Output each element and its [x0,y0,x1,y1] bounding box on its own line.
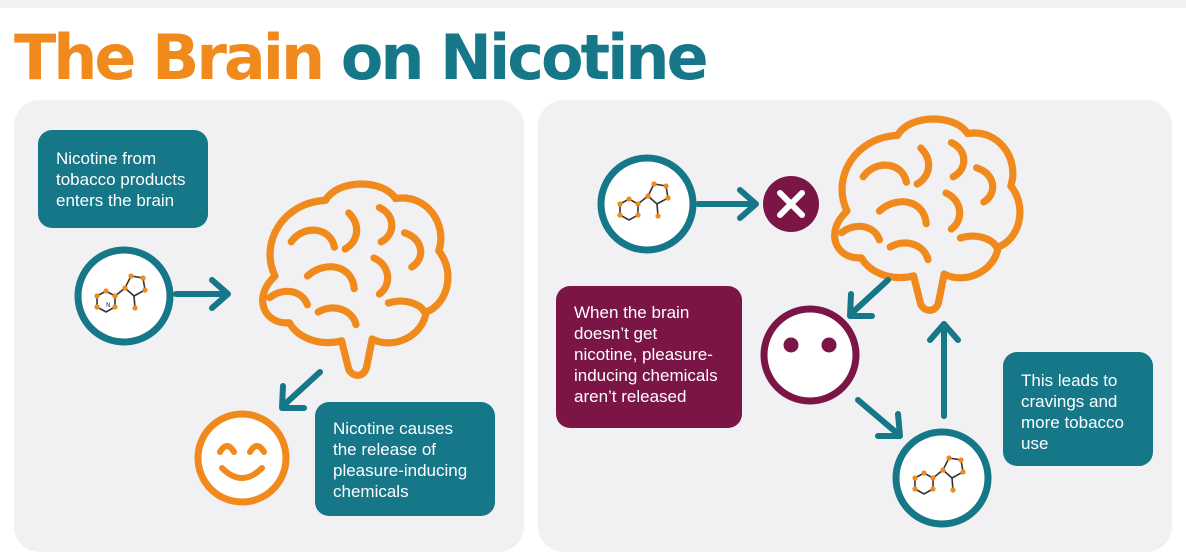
page-title: The Brain on Nicotine [14,18,709,98]
neutral-face-icon [760,305,860,405]
title-part-2: on Nicotine [340,21,709,94]
top-strip [0,0,1186,8]
info-box-nicotine-enters: Nicotine from tobacco products enters th… [38,130,208,228]
smiley-face-icon [194,410,290,506]
info-box-release-chemicals: Nicotine causes the release of pleasure-… [315,402,495,516]
arrow-icon [279,369,323,411]
info-box-no-nicotine: When the brain doesn’t get nicotine, ple… [556,286,742,428]
arrow-icon [695,187,759,221]
nicotine-molecule-icon: N [74,246,174,346]
molecule-label: N [106,302,111,309]
arrow-icon [173,277,231,311]
title-part-1: The Brain [14,21,325,94]
nicotine-molecule-icon [892,428,992,528]
arrow-icon [855,397,903,439]
brain-icon [263,184,448,375]
blocked-x-icon [763,176,819,232]
nicotine-molecule-icon [597,154,697,254]
arrow-icon [847,277,891,319]
arrow-icon [927,321,961,419]
brain-icon [835,119,1020,310]
info-box-cravings: This leads to cravings and more tobacco … [1003,352,1153,466]
